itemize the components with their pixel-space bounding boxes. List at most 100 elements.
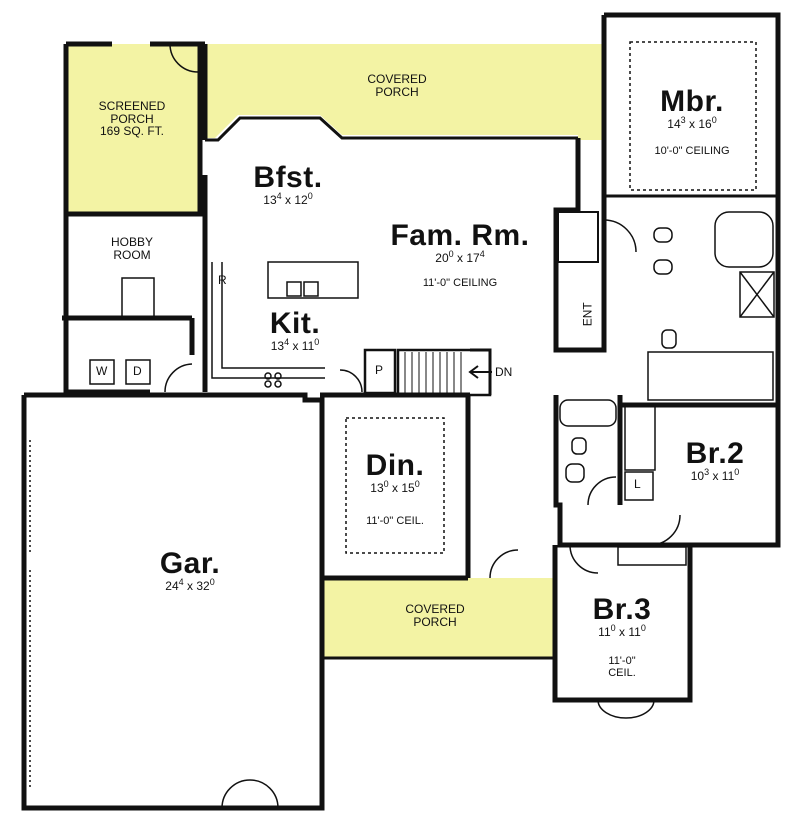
fam-rm-dimensions: 200 x 174 <box>370 248 550 265</box>
covered-porch-bottom-line2: PORCH <box>413 614 457 629</box>
covered-porch-top-line1: COVERED <box>367 72 427 86</box>
kit-name: Kit. <box>269 307 321 340</box>
br3-ceiling-2: CEIL. <box>608 666 636 679</box>
gar-d-in: 0 <box>209 576 215 587</box>
mbr-dimensions: 143 x 160 <box>632 114 752 131</box>
wall-screened-porch <box>63 44 203 217</box>
fam-rm-x: x <box>457 250 463 265</box>
mbr-label: Mbr. 143 x 160 10'-0" CEILING <box>632 86 752 158</box>
kit-dimensions: 134 x 110 <box>240 336 350 353</box>
pantry-mark: P <box>375 363 384 377</box>
dryer-mark: D <box>133 364 142 378</box>
mbr-x: x <box>689 116 695 131</box>
screened-porch-fill <box>66 44 198 214</box>
bfst-label: Bfst. 134 x 120 <box>228 162 348 206</box>
kit-w: 13 <box>270 338 285 353</box>
din-w: 13 <box>370 480 384 495</box>
walls <box>21 12 781 811</box>
door-swing-laundry <box>164 363 193 393</box>
wall-hobby-laundry <box>63 214 150 395</box>
gar-w-in: 4 <box>178 576 184 587</box>
linen-mark: L <box>634 477 641 491</box>
bfst-x: x <box>285 192 291 207</box>
mbr-w: 14 <box>667 116 681 131</box>
stair-treads <box>404 352 462 393</box>
hobby-room-label: HOBBY ROOM <box>92 236 172 261</box>
covered-porch-bottom-line1: COVERED <box>405 602 465 616</box>
mbr-d-in: 0 <box>711 114 717 125</box>
din-name: Din. <box>365 449 425 482</box>
kitchen-counter <box>211 262 325 379</box>
washer-mark: W <box>96 364 108 378</box>
br2-dimensions: 103 x 110 <box>660 466 770 483</box>
island <box>267 261 359 299</box>
mbr-d: 16 <box>698 116 712 131</box>
closet-br2 <box>624 404 656 471</box>
br3-ceiling-1: 11'-0" <box>608 655 636 668</box>
vanity-sink-1 <box>653 227 673 243</box>
fam-rm-name: Fam. Rm. <box>390 219 530 252</box>
linen-closet <box>624 471 654 501</box>
hobby-cabinet <box>121 277 155 319</box>
fireplace <box>557 211 599 263</box>
gar-dimensions: 244 x 320 <box>130 576 250 593</box>
sink-2 <box>565 463 585 483</box>
toilet-2 <box>571 437 587 455</box>
gar-w: 24 <box>165 578 179 593</box>
kit-d: 11 <box>301 338 315 353</box>
din-d: 15 <box>401 480 415 495</box>
stair-arrow-head <box>468 365 479 379</box>
burner-1 <box>264 372 272 380</box>
door-swing-garage <box>221 779 279 809</box>
gar-d: 32 <box>196 578 210 593</box>
fam-rm-d-in: 4 <box>479 248 485 259</box>
br3-w-in: 0 <box>610 622 616 633</box>
covered-porch-bottom-fill <box>322 578 555 658</box>
screened-porch-line2: PORCH <box>110 111 154 126</box>
covered-porch-bottom-label: COVERED PORCH <box>385 603 485 628</box>
sink-right <box>303 281 319 297</box>
wall-garage <box>21 392 325 811</box>
br3-name: Br.3 <box>592 593 652 626</box>
fam-rm-w: 20 <box>435 250 449 265</box>
porch-fills <box>66 44 604 658</box>
gar-name: Gar. <box>159 547 221 580</box>
br2-name: Br.2 <box>685 437 745 470</box>
wall-br3 <box>552 545 693 703</box>
br2-label: Br.2 103 x 110 <box>660 438 770 482</box>
door-swing-br3 <box>569 544 599 574</box>
covered-porch-top-line2: PORCH <box>375 84 419 99</box>
kit-d-in: 0 <box>314 336 320 347</box>
door-swing-screen <box>169 43 199 73</box>
br2-d: 11 <box>721 468 735 483</box>
br3-d-in: 0 <box>640 622 646 633</box>
ent-mark: ENT <box>580 302 595 327</box>
toilet-mbr <box>661 329 677 349</box>
dn-mark: DN <box>495 365 513 379</box>
interior-details <box>29 41 775 809</box>
br3-d: 11 <box>628 624 641 639</box>
br2-w: 10 <box>690 468 705 483</box>
gar-x: x <box>187 578 193 593</box>
door-swing-foyer <box>489 549 519 579</box>
covered-porch-top-label: COVERED PORCH <box>352 73 442 98</box>
bfst-w-in: 4 <box>276 190 282 201</box>
bfst-dimensions: 134 x 120 <box>228 190 348 207</box>
door-swing-bath2 <box>587 476 617 506</box>
br2-d-in: 0 <box>734 466 740 477</box>
closet-br3 <box>617 546 687 566</box>
burner-2 <box>274 372 282 380</box>
washer <box>89 359 115 385</box>
br3-dimensions: 110 x 110 <box>572 622 672 639</box>
burner-4 <box>274 380 282 388</box>
din-ceiling: 11'-0" CEIL. <box>366 515 424 528</box>
fam-rm-d: 17 <box>466 250 480 265</box>
fam-rm-w-in: 0 <box>448 248 454 259</box>
mbr-name: Mbr. <box>660 85 724 118</box>
closet-mbr <box>647 351 774 401</box>
door-swing-br3-bay <box>597 699 655 719</box>
din-label: Din. 130 x 150 11'-0" CEIL. <box>340 450 450 528</box>
screened-porch-line1: SCREENED <box>98 99 166 113</box>
din-d-in: 0 <box>414 478 420 489</box>
